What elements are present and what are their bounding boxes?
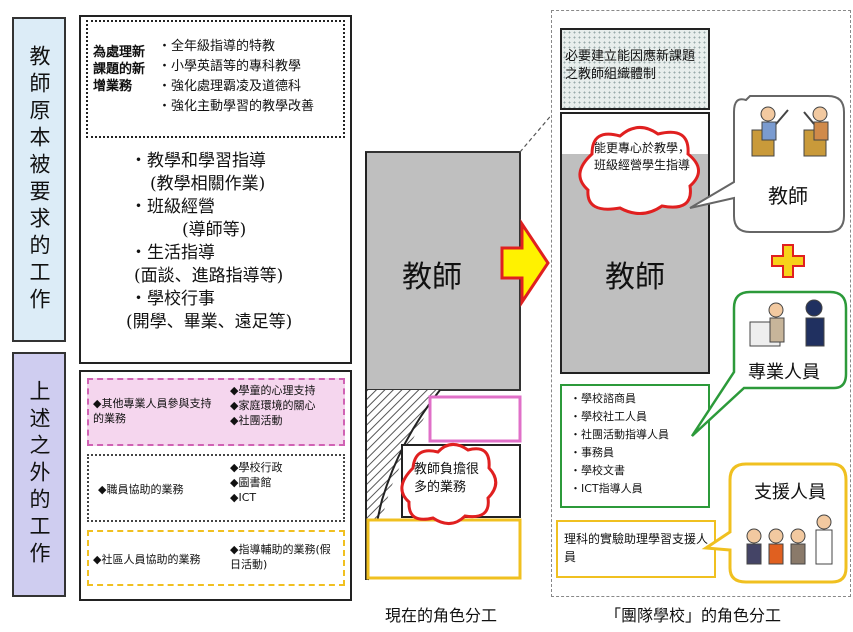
staff-item: ・ICT指導人員 bbox=[570, 482, 643, 495]
org-structure-text: 必要建立能因應新課題之教師組織體制 bbox=[565, 49, 696, 82]
staff-list-box bbox=[560, 384, 710, 508]
pink-task-box bbox=[87, 378, 345, 446]
pink-right-list: ◆學童的心理支持 ◆家庭環境的關心 ◆社團活動 bbox=[230, 383, 345, 428]
original-work-box bbox=[79, 15, 352, 364]
new-task-item: ・小學英語等的專科教學 bbox=[158, 59, 302, 74]
new-task-item: ・強化主動學習的教學改善 bbox=[158, 99, 315, 114]
middle-cloud-shape bbox=[400, 443, 498, 525]
staff-item: ・事務員 bbox=[570, 446, 614, 459]
yellow-task-box bbox=[87, 530, 345, 586]
core-item-sub: (開學、畢業、遠足等) bbox=[126, 312, 293, 332]
new-tasks-box bbox=[86, 20, 345, 138]
overload-area bbox=[366, 390, 440, 580]
core-item-sub: (教學相關作業) bbox=[150, 174, 266, 194]
org-structure-box bbox=[560, 28, 710, 110]
gray-right-item: ◆圖書館 bbox=[230, 476, 272, 489]
support-bubble-shape bbox=[701, 462, 848, 584]
gray-right-list: ◆學校行政 ◆圖書館 ◆ICT bbox=[230, 460, 340, 505]
staff-item: ・學校諮商員 bbox=[570, 392, 636, 405]
right-cloud-shape bbox=[578, 126, 700, 215]
team-caption: 「團隊學校」的角色分工 bbox=[605, 606, 782, 625]
staff-list: ・學校諮商員 ・學校社工人員 ・社團活動指導人員 ・事務員 ・學校文書 ・ICT… bbox=[570, 390, 708, 498]
support-staff-text: 理科的實驗助理學習支援人員 bbox=[564, 532, 709, 564]
staff-item: ・學校社工人員 bbox=[570, 410, 647, 423]
core-work-list: ・教學和學習指導 (教學相關作業) ・班級經營 (導師等) ・生活指導 (面談、… bbox=[126, 150, 340, 334]
support-illustration-icon bbox=[746, 514, 833, 565]
pink-right-item: ◆學童的心理支持 bbox=[230, 384, 316, 397]
yellow-left-text: ◆社區人員協助的業務 bbox=[93, 553, 201, 566]
other-work-box bbox=[79, 370, 352, 601]
current-caption: 現在的角色分工 bbox=[385, 606, 498, 625]
team-teacher-label: 教師 bbox=[605, 260, 665, 295]
gray-left-text: ◆職員協助的業務 bbox=[98, 483, 184, 496]
core-item-sub: (面談、進路指導等) bbox=[134, 266, 284, 286]
teacher-bubble-label: 教師 bbox=[768, 184, 808, 208]
gray-right-item: ◆學校行政 bbox=[230, 461, 283, 474]
staff-illustration-icon bbox=[749, 299, 825, 347]
staff-item: ・學校文書 bbox=[570, 464, 625, 477]
middle-cloud-text: 教師負擔很多的業務 bbox=[414, 462, 480, 495]
current-teacher-label: 教師 bbox=[402, 260, 462, 295]
new-task-item: ・強化處理霸凌及道德科 bbox=[158, 79, 302, 94]
right-cloud-text: 能更專心於教學，班級經營學生指導 bbox=[594, 141, 691, 172]
gray-task-box bbox=[87, 454, 345, 522]
new-task-item: ・全年級指導的特教 bbox=[158, 39, 276, 54]
current-teacher-column bbox=[365, 151, 521, 391]
core-item: ・班級經營 bbox=[130, 197, 215, 217]
label-other-work: 上述之外的工作 bbox=[12, 352, 66, 597]
core-item: ・學校行事 bbox=[130, 289, 215, 309]
new-tasks-title: 為處理新課題的新增業務 bbox=[93, 45, 146, 94]
new-tasks-list: ・全年級指導的特教 ・小學英語等的專科教學 ・強化處理霸凌及道德科 ・強化主動學… bbox=[158, 37, 344, 117]
label-original-work: 教師原本被要求的工作 bbox=[12, 17, 66, 342]
yellow-right-text: ◆指導輔助的業務(假日活動) bbox=[230, 543, 331, 571]
pink-right-item: ◆社團活動 bbox=[230, 414, 283, 427]
current-pink-box bbox=[428, 395, 522, 443]
plus-icon bbox=[771, 244, 805, 278]
support-bubble-label: 支援人員 bbox=[754, 482, 826, 503]
staff-bubble-label: 專業人員 bbox=[748, 362, 820, 383]
pink-left-text: ◆其他專業人員參與支持的業務 bbox=[93, 397, 212, 425]
pink-right-item: ◆家庭環境的關心 bbox=[230, 399, 316, 412]
teachers-illustration-icon bbox=[751, 106, 829, 157]
label-original-text: 教師原本被要求的工作 bbox=[27, 44, 51, 315]
staff-item: ・社團活動指導人員 bbox=[570, 428, 669, 441]
core-item: ・生活指導 bbox=[130, 243, 215, 263]
core-item-sub: (導師等) bbox=[182, 220, 247, 240]
core-item: ・教學和學習指導 bbox=[130, 151, 266, 171]
arrow-icon bbox=[500, 219, 550, 307]
team-school-outer bbox=[551, 10, 851, 597]
gray-right-item: ◆ICT bbox=[230, 491, 257, 504]
label-other-text: 上述之外的工作 bbox=[27, 380, 51, 569]
